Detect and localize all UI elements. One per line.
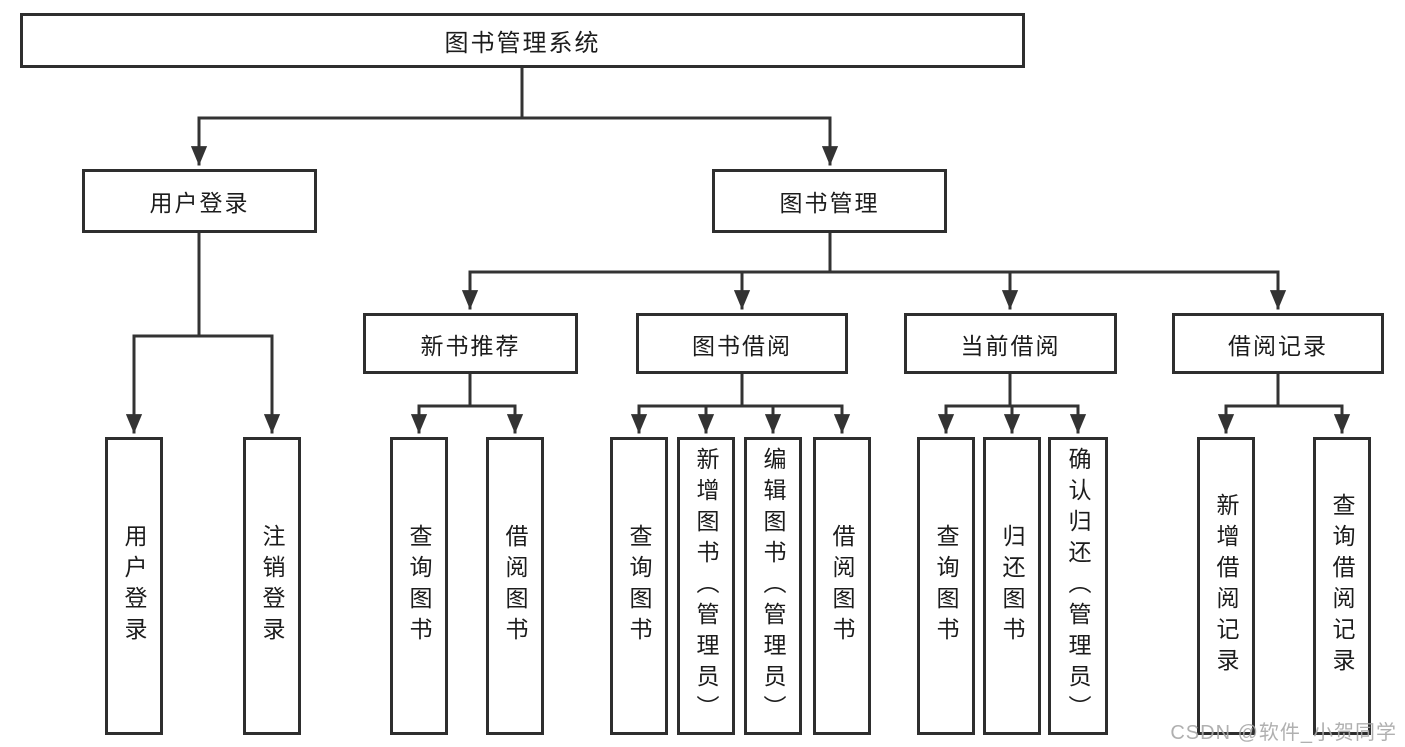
leaf-add-book-admin: 新增图书（管理员） — [677, 437, 735, 735]
leaf-confirm-return-admin: 确认归还（管理员） — [1048, 437, 1108, 735]
leaf-query-borrow-record: 查询借阅记录 — [1313, 437, 1371, 735]
leaf-borrow-book: 借阅图书 — [813, 437, 871, 735]
leaf-query-book-recommend: 查询图书 — [390, 437, 448, 735]
node-user-login: 用户登录 — [82, 169, 317, 233]
node-book-management: 图书管理 — [712, 169, 947, 233]
leaf-return-book: 归还图书 — [983, 437, 1041, 735]
leaf-borrow-book-recommend: 借阅图书 — [486, 437, 544, 735]
leaf-add-borrow-record: 新增借阅记录 — [1197, 437, 1255, 735]
node-library-management-system: 图书管理系统 — [20, 13, 1025, 68]
leaf-logout: 注销登录 — [243, 437, 301, 735]
node-new-book-recommend: 新书推荐 — [363, 313, 578, 374]
csdn-watermark: CSDN @软件_小贺同学 — [1170, 722, 1397, 744]
node-borrow-record: 借阅记录 — [1172, 313, 1384, 374]
leaf-edit-book-admin: 编辑图书（管理员） — [744, 437, 802, 735]
leaf-user-login: 用户登录 — [105, 437, 163, 735]
leaf-query-book-current: 查询图书 — [917, 437, 975, 735]
node-current-borrow: 当前借阅 — [904, 313, 1117, 374]
leaf-query-book-borrow: 查询图书 — [610, 437, 668, 735]
node-book-borrow: 图书借阅 — [636, 313, 848, 374]
